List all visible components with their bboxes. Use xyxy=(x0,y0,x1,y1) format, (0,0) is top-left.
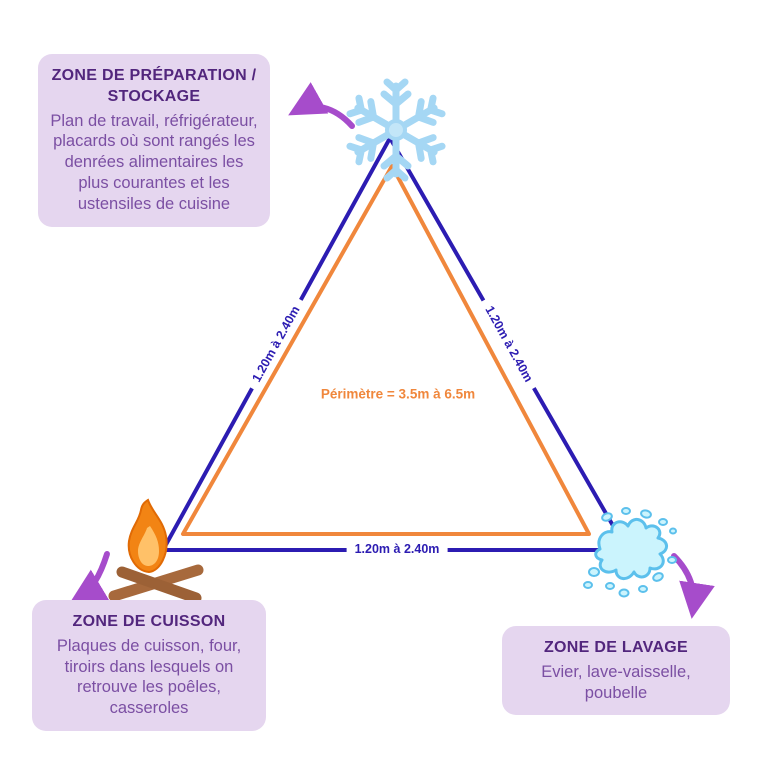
zone-box-cuisson: ZONE DE CUISSON Plaques de cuisson, four… xyxy=(32,600,266,731)
arrow-to-preparation-icon xyxy=(288,82,355,129)
campfire-icon xyxy=(108,498,204,604)
arrow-to-lavage-icon xyxy=(671,553,715,619)
zone-box-preparation: ZONE DE PRÉPARATION / STOCKAGE Plan de t… xyxy=(38,54,270,227)
inner-triangle xyxy=(181,164,591,536)
perimeter-label: Périmètre = 3.5m à 6.5m xyxy=(320,386,476,402)
water-splash-icon xyxy=(583,507,677,598)
zone-lavage-title: ZONE DE LAVAGE xyxy=(543,639,689,656)
zone-box-lavage: ZONE DE LAVAGE Evier, lave-vaisselle, po… xyxy=(502,626,730,716)
zone-cuisson-description: Plaques de cuisson, four, tiroirs dans l… xyxy=(56,636,242,718)
snowflake-icon xyxy=(348,78,443,178)
arrow-to-cuisson-icon xyxy=(69,551,110,604)
zone-lavage-description: Evier, lave-vaisselle, poubelle xyxy=(541,662,691,702)
measure-label-bottom-side: 1.20m à 2.40m xyxy=(346,541,448,557)
zone-cuisson-title: ZONE DE CUISSON xyxy=(72,613,226,630)
zone-preparation-description: Plan de travail, réfrigérateur, placards… xyxy=(50,111,258,213)
zone-preparation-title: ZONE DE PRÉPARATION / STOCKAGE xyxy=(51,67,257,105)
